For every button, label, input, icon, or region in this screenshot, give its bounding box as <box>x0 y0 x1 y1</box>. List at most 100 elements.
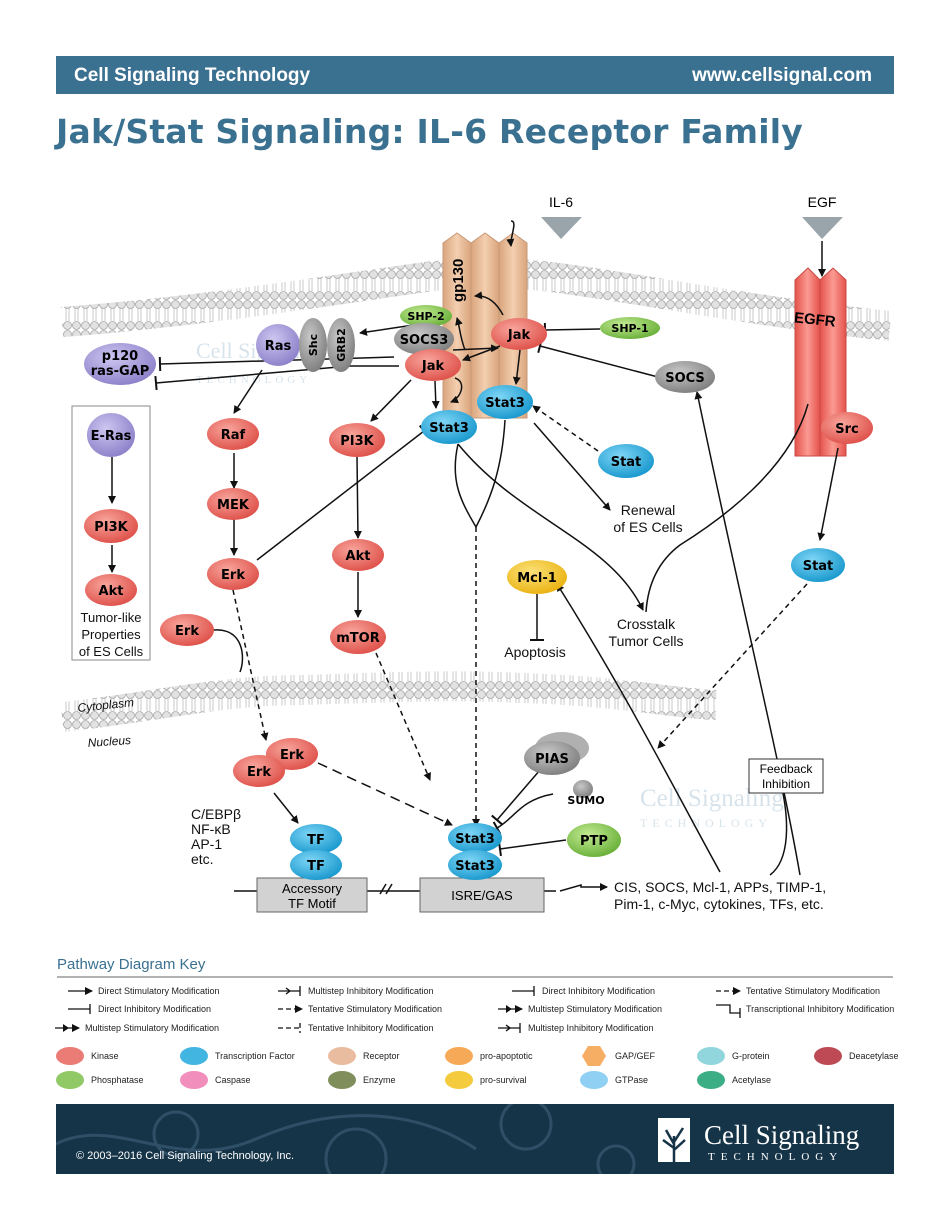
key-modification-item: Direct Inhibitory Modification <box>512 986 655 996</box>
mtor-node[interactable]: mTOR <box>330 620 386 654</box>
egfr-label: EGFR <box>793 309 836 330</box>
renewal-label-1: Renewal <box>621 502 675 518</box>
svg-text:GAP/GEF: GAP/GEF <box>615 1051 656 1061</box>
svg-text:Transcription Factor: Transcription Factor <box>215 1051 295 1061</box>
key-molecule-item: Acetylase <box>697 1071 771 1089</box>
svg-text:Enzyme: Enzyme <box>363 1075 396 1085</box>
raf-node[interactable]: Raf <box>207 418 259 450</box>
key-molecule-item: pro-apoptotic <box>445 1047 533 1065</box>
svg-text:G-protein: G-protein <box>732 1051 770 1061</box>
svg-text:Transcriptional Inhibitory Mod: Transcriptional Inhibitory Modification <box>746 1004 894 1014</box>
svg-text:TF: TF <box>307 859 325 874</box>
cebp-label: C/EBPβ <box>191 806 241 822</box>
svg-text:SOCS3: SOCS3 <box>400 333 449 348</box>
erk-extra-node[interactable]: Erk <box>160 614 214 646</box>
key-modification-item: Transcriptional Inhibitory Modification <box>716 1004 894 1018</box>
mek-node[interactable]: MEK <box>207 488 259 520</box>
socs-node[interactable]: SOCS <box>655 361 715 393</box>
svg-text:Caspase: Caspase <box>215 1075 251 1085</box>
key-molecule-item: Caspase <box>180 1071 251 1089</box>
svg-text:GTPase: GTPase <box>615 1075 648 1085</box>
shp1-node[interactable]: SHP-1 <box>600 317 660 339</box>
erk-nucleus-node-1[interactable]: Erk <box>233 755 285 787</box>
sumo-node[interactable]: SUMO <box>567 780 605 807</box>
svg-text:MEK: MEK <box>217 498 250 513</box>
shp2-node[interactable]: SHP-2 <box>400 305 452 327</box>
eras-node[interactable]: E-Ras <box>87 413 135 457</box>
akt-box-node[interactable]: Akt <box>85 574 137 606</box>
svg-text:Deacetylase: Deacetylase <box>849 1051 899 1061</box>
cytoplasm-label: Cytoplasm <box>77 695 135 715</box>
svg-text:SUMO: SUMO <box>567 794 604 807</box>
key-title: Pathway Diagram Key <box>57 956 206 973</box>
key-modification-item: Tentative Stimulatory Modification <box>278 1004 442 1014</box>
akt-node[interactable]: Akt <box>332 539 384 571</box>
footer-logo: Cell Signaling <box>704 1120 860 1150</box>
feedback-inhibition-box: Feedback Inhibition <box>748 758 824 794</box>
svg-text:GRB2: GRB2 <box>335 328 348 362</box>
svg-text:SOCS: SOCS <box>665 371 705 386</box>
shc-node[interactable]: Shc <box>299 318 327 372</box>
pias-node[interactable]: PIAS <box>524 732 589 775</box>
svg-text:Stat: Stat <box>803 559 834 574</box>
ap1-label: AP-1 <box>191 836 222 852</box>
svg-text:Erk: Erk <box>221 568 245 583</box>
svg-text:Multistep Stimulatory Modifica: Multistep Stimulatory Modification <box>528 1004 662 1014</box>
egf-label: EGF <box>808 194 837 210</box>
svg-text:Ras: Ras <box>265 339 292 354</box>
src-node[interactable]: Src <box>821 412 873 444</box>
stat3-nucleus-node-2[interactable]: Stat3 <box>448 850 502 880</box>
apoptosis-label: Apoptosis <box>504 644 565 660</box>
socs3-node[interactable]: SOCS3 <box>394 323 454 355</box>
stat-right-node[interactable]: Stat <box>791 548 845 582</box>
company-url[interactable]: www.cellsignal.com <box>692 65 872 86</box>
accessory-tf-motif-box: Accessory TF Motif <box>256 877 368 913</box>
ptp-node[interactable]: PTP <box>567 823 621 857</box>
header-bar: Cell Signaling Technology www.cellsignal… <box>56 56 894 94</box>
ras-node[interactable]: Ras <box>256 324 300 366</box>
footer-logo-sub: TECHNOLOGY <box>708 1151 844 1163</box>
stat3-nucleus-node-1[interactable]: Stat3 <box>448 823 502 853</box>
svg-text:Erk: Erk <box>280 748 304 763</box>
svg-text:Jak: Jak <box>507 328 531 343</box>
svg-text:Akt: Akt <box>99 584 124 599</box>
mcl1-node[interactable]: Mcl-1 <box>507 560 567 594</box>
tumor-label-1: Tumor-like <box>81 610 142 625</box>
svg-text:Stat3: Stat3 <box>455 859 495 874</box>
tf-node-2[interactable]: TF <box>290 850 342 880</box>
svg-text:p120: p120 <box>102 349 138 364</box>
svg-text:PTP: PTP <box>580 834 608 849</box>
svg-text:Multistep Inhibitory Modificat: Multistep Inhibitory Modification <box>308 986 434 996</box>
stat-node[interactable]: Stat <box>598 444 654 478</box>
svg-text:Stat3: Stat3 <box>455 832 495 847</box>
svg-text:Direct Inhibitory Modification: Direct Inhibitory Modification <box>542 986 655 996</box>
key-modification-item: Tentative Stimulatory Modification <box>716 986 880 996</box>
tumor-label-3: of ES Cells <box>79 644 144 659</box>
stat3-node-a[interactable]: Stat3 <box>421 410 477 444</box>
key-molecule-item: GTPase <box>580 1071 648 1089</box>
svg-text:TF Motif: TF Motif <box>288 896 336 911</box>
page-title: Jak/Stat Signaling: IL-6 Receptor Family <box>56 112 803 151</box>
grb2-node[interactable]: GRB2 <box>327 318 355 372</box>
nfkb-label: NF-κB <box>191 821 231 837</box>
key-molecule-item: G-protein <box>697 1047 770 1065</box>
svg-text:Raf: Raf <box>221 428 246 443</box>
svg-text:Direct Stimulatory Modificatio: Direct Stimulatory Modification <box>98 986 220 996</box>
jak-left-node[interactable]: Jak <box>405 349 461 381</box>
stat3-node-b[interactable]: Stat3 <box>477 385 533 419</box>
crosstalk-label-1: Crosstalk <box>617 616 676 632</box>
tf-node-1[interactable]: TF <box>290 824 342 854</box>
svg-text:ras-GAP: ras-GAP <box>91 364 150 379</box>
erk-node[interactable]: Erk <box>207 558 259 590</box>
svg-text:Tentative Stimulatory Modifica: Tentative Stimulatory Modification <box>746 986 880 996</box>
jak-right-node[interactable]: Jak <box>491 318 547 350</box>
svg-text:Feedback: Feedback <box>760 762 814 776</box>
pi3k-node[interactable]: PI3K <box>329 423 385 457</box>
pi3k-box-node[interactable]: PI3K <box>84 509 138 543</box>
ligand-il6: IL-6 <box>541 194 582 239</box>
copyright-text: © 2003–2016 Cell Signaling Technology, I… <box>76 1150 295 1162</box>
key-molecule-item: pro-survival <box>445 1071 527 1089</box>
key-molecule-item: Transcription Factor <box>180 1047 295 1065</box>
pathway-key: Pathway Diagram Key Direct Stimulatory M… <box>55 956 899 1089</box>
